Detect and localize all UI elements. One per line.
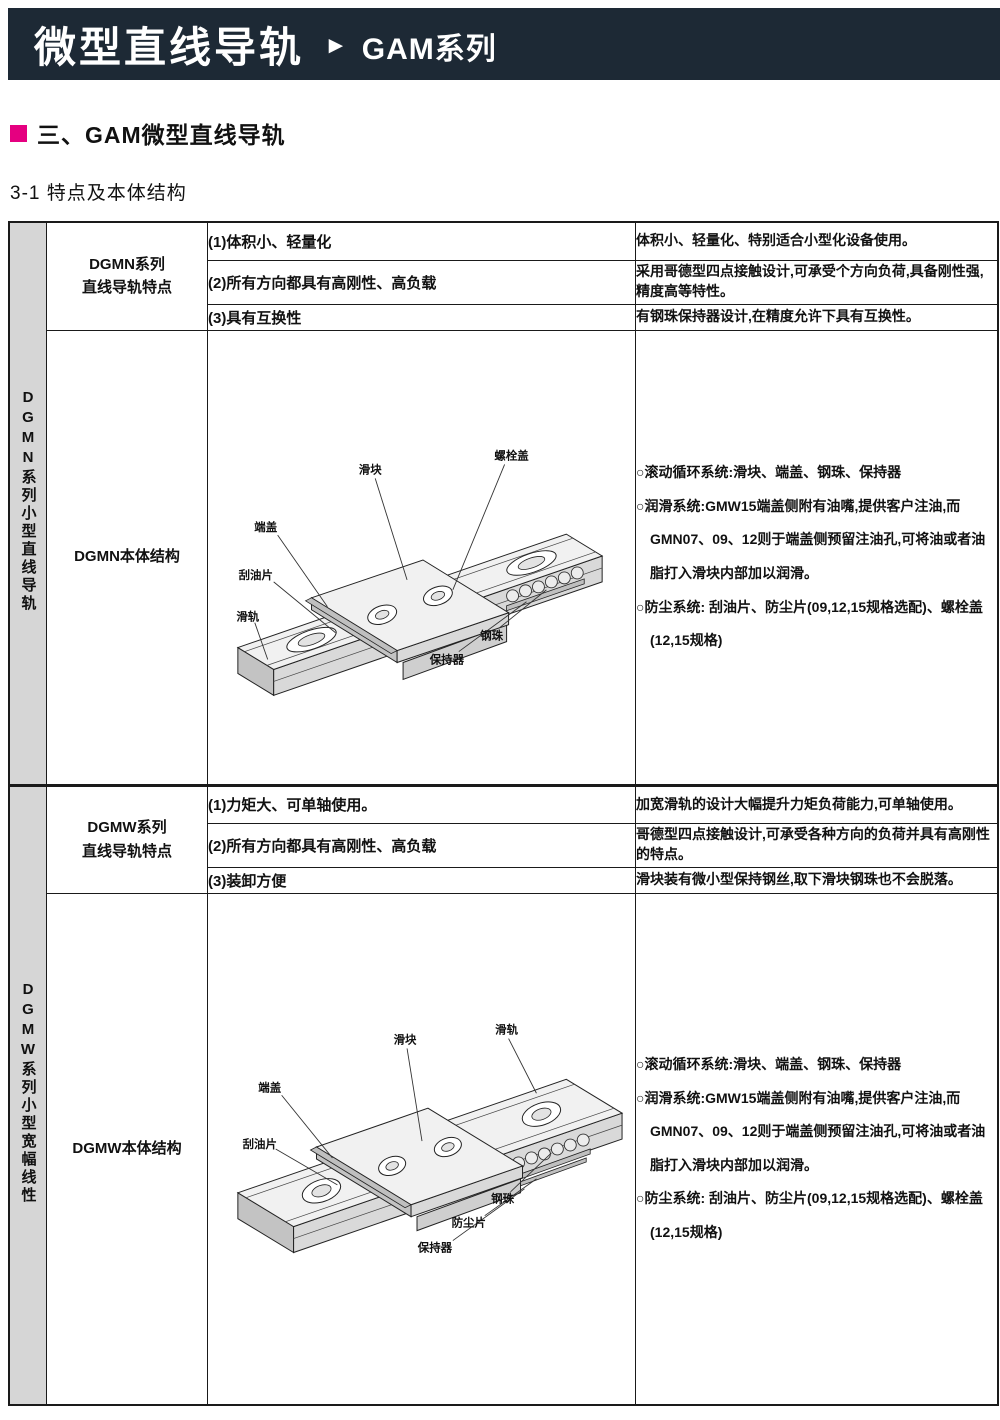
dgmw-feature-2-desc: 哥德型四点接触设计,可承受各种方向的负荷并具有高刚性的特点。 [635, 822, 999, 868]
dgmn-label-retainer: 保持器 [429, 652, 465, 666]
dgmw-label-ball: 钢珠 [491, 1191, 514, 1205]
dgmn-structure-header: DGMN本体结构 [74, 548, 180, 566]
catalog-page: 微型直线导轨 ► GAM系列 三、GAM微型直线导轨 3-1 特点及本体结构 D… [0, 8, 1000, 1420]
dgmn-label-scraper: 刮油片 [239, 567, 273, 581]
banner-title: 微型直线导轨 [34, 23, 305, 71]
dgmw-side-label-cell: DGMW系列小型宽幅线性 [8, 783, 47, 1406]
dgmn-note-lubrication-system: ○润滑系统:GMW15端盖侧附有油嘴,提供客户注油,而GMN07、09、12则于… [636, 497, 986, 581]
section-title: 三、GAM微型直线导轨 [37, 122, 286, 148]
dgmn-slider-block [304, 558, 510, 680]
dgmw-feature-1: (1)力矩大、可单轴使用。 [207, 783, 636, 824]
dgmw-feature-3-desc: 滑块装有微小型保持钢丝,取下滑块钢珠也不会脱落。 [635, 866, 999, 894]
dgmn-feature-3: (3)具有互换性 [207, 303, 636, 331]
dgmn-feature-3-desc: 有钢珠保持器设计,在精度允许下具有互换性。 [635, 303, 999, 331]
dgmw-label-rail: 滑轨 [495, 1022, 518, 1036]
dgmn-label-rail: 滑轨 [236, 609, 259, 623]
dgmn-feature-1-desc: 体积小、轻量化、特别适合小型化设备使用。 [635, 221, 999, 261]
dgmw-feature-header-cell: DGMW系列 直线导轨特点 [46, 783, 208, 894]
dgmn-feature-2-desc: 采用哥德型四点接触设计,可承受个方向负荷,具备刚性强,精度高等特性。 [635, 259, 999, 305]
dgmn-side-label-cell: DGMN系列小型直线导轨 [8, 221, 47, 786]
dgmw-feature-2: (2)所有方向都具有高刚性、高负载 [207, 822, 636, 868]
dgmw-feature-1-desc: 加宽滑轨的设计大幅提升力矩负荷能力,可单轴使用。 [635, 783, 999, 824]
dgmw-label-retainer: 保持器 [417, 1240, 453, 1254]
dgmn-feature-header-line2: 直线导轨特点 [81, 279, 172, 297]
dgmw-structure-diagram: 滑块 滑轨 端盖 刮油片 钢珠 防尘片 保持器 [236, 1022, 624, 1254]
dgmn-label-end-cap: 端盖 [254, 520, 277, 534]
dgmw-side-label: DGMW系列小型宽幅线性 [19, 980, 37, 1205]
dgmw-note-lubrication-system: ○润滑系统:GMW15端盖侧附有油嘴,提供客户注油,而GMN07、09、12则于… [636, 1089, 986, 1173]
dgmw-label-slider: 滑块 [394, 1032, 417, 1046]
dgmn-retainer [506, 577, 585, 611]
spec-table: DGMN系列小型直线导轨 DGMN系列 直线导轨特点 (1)体积小、轻量化 体积… [8, 221, 999, 1406]
dgmw-feature-3: (3)装卸方便 [207, 866, 636, 894]
dgmw-structure-header: DGMW本体结构 [72, 1140, 182, 1158]
dgmn-feature-header-line1: DGMN系列 [89, 256, 165, 273]
dgmw-note-dustproof-system: ○防尘系统: 刮油片、防尘片(09,12,15规格选配)、螺栓盖(12,15规格… [636, 1190, 983, 1240]
dgmn-note-rolling-system: ○滚动循环系统:滑块、端盖、钢珠、保持器 [636, 464, 902, 481]
dgmw-label-end-cap: 端盖 [258, 1080, 281, 1094]
dgmw-structure-header-cell: DGMW本体结构 [46, 892, 208, 1406]
dgmn-side-label: DGMN系列小型直线导轨 [19, 388, 37, 613]
dgmw-label-dust-plate: 防尘片 [452, 1215, 486, 1229]
magenta-square-icon [10, 124, 27, 142]
dgmn-notes-cell: ○滚动循环系统:滑块、端盖、钢珠、保持器 ○润滑系统:GMW15端盖侧附有油嘴,… [635, 329, 999, 786]
dgmn-feature-1: (1)体积小、轻量化 [207, 221, 636, 261]
dgmn-balls [506, 566, 584, 602]
dgmw-feature-header-line2: 直线导轨特点 [81, 842, 172, 860]
dgmn-note-dustproof-system: ○防尘系统: 刮油片、防尘片(09,12,15规格选配)、螺栓盖(12,15规格… [636, 598, 983, 649]
dgmn-label-bolt-cover: 螺栓盖 [494, 448, 529, 462]
dgmn-feature-2: (2)所有方向都具有高刚性、高负载 [207, 259, 636, 305]
subsection-title: 3-1 特点及本体结构 [10, 183, 187, 204]
dgmw-notes-cell: ○滚动循环系统:滑块、端盖、钢珠、保持器 ○润滑系统:GMW15端盖侧附有油嘴,… [635, 892, 999, 1406]
section-heading: 三、GAM微型直线导轨 [10, 116, 1000, 150]
dgmn-leader-lines [254, 463, 547, 660]
dgmw-feature-header-line1: DGMW系列 [87, 819, 167, 837]
dgmw-slider-block [309, 1107, 524, 1232]
banner-arrow-icon: ► [324, 32, 348, 59]
dgmn-label-ball: 钢珠 [480, 628, 503, 642]
dgmn-structure-header-cell: DGMN本体结构 [46, 329, 208, 786]
dgmw-diagram-cell: 滑块 滑轨 端盖 刮油片 钢珠 防尘片 保持器 [207, 892, 636, 1406]
dgmw-note-rolling-system: ○滚动循环系统:滑块、端盖、钢珠、保持器 [636, 1055, 902, 1072]
dgmn-diagram-cell: 滑块 螺栓盖 端盖 刮油片 滑轨 保持器 钢珠 [207, 329, 636, 786]
banner-series: GAM系列 [361, 33, 497, 66]
page-banner: 微型直线导轨 ► GAM系列 [8, 8, 1000, 80]
dgmn-structure-diagram: 滑块 螺栓盖 端盖 刮油片 滑轨 保持器 钢珠 [236, 448, 604, 696]
dgmw-label-scraper: 刮油片 [243, 1137, 277, 1151]
dgmw-leader-lines [275, 1038, 552, 1241]
dgmn-feature-header-cell: DGMN系列 直线导轨特点 [46, 221, 208, 331]
dgmn-label-slider: 滑块 [359, 462, 382, 476]
